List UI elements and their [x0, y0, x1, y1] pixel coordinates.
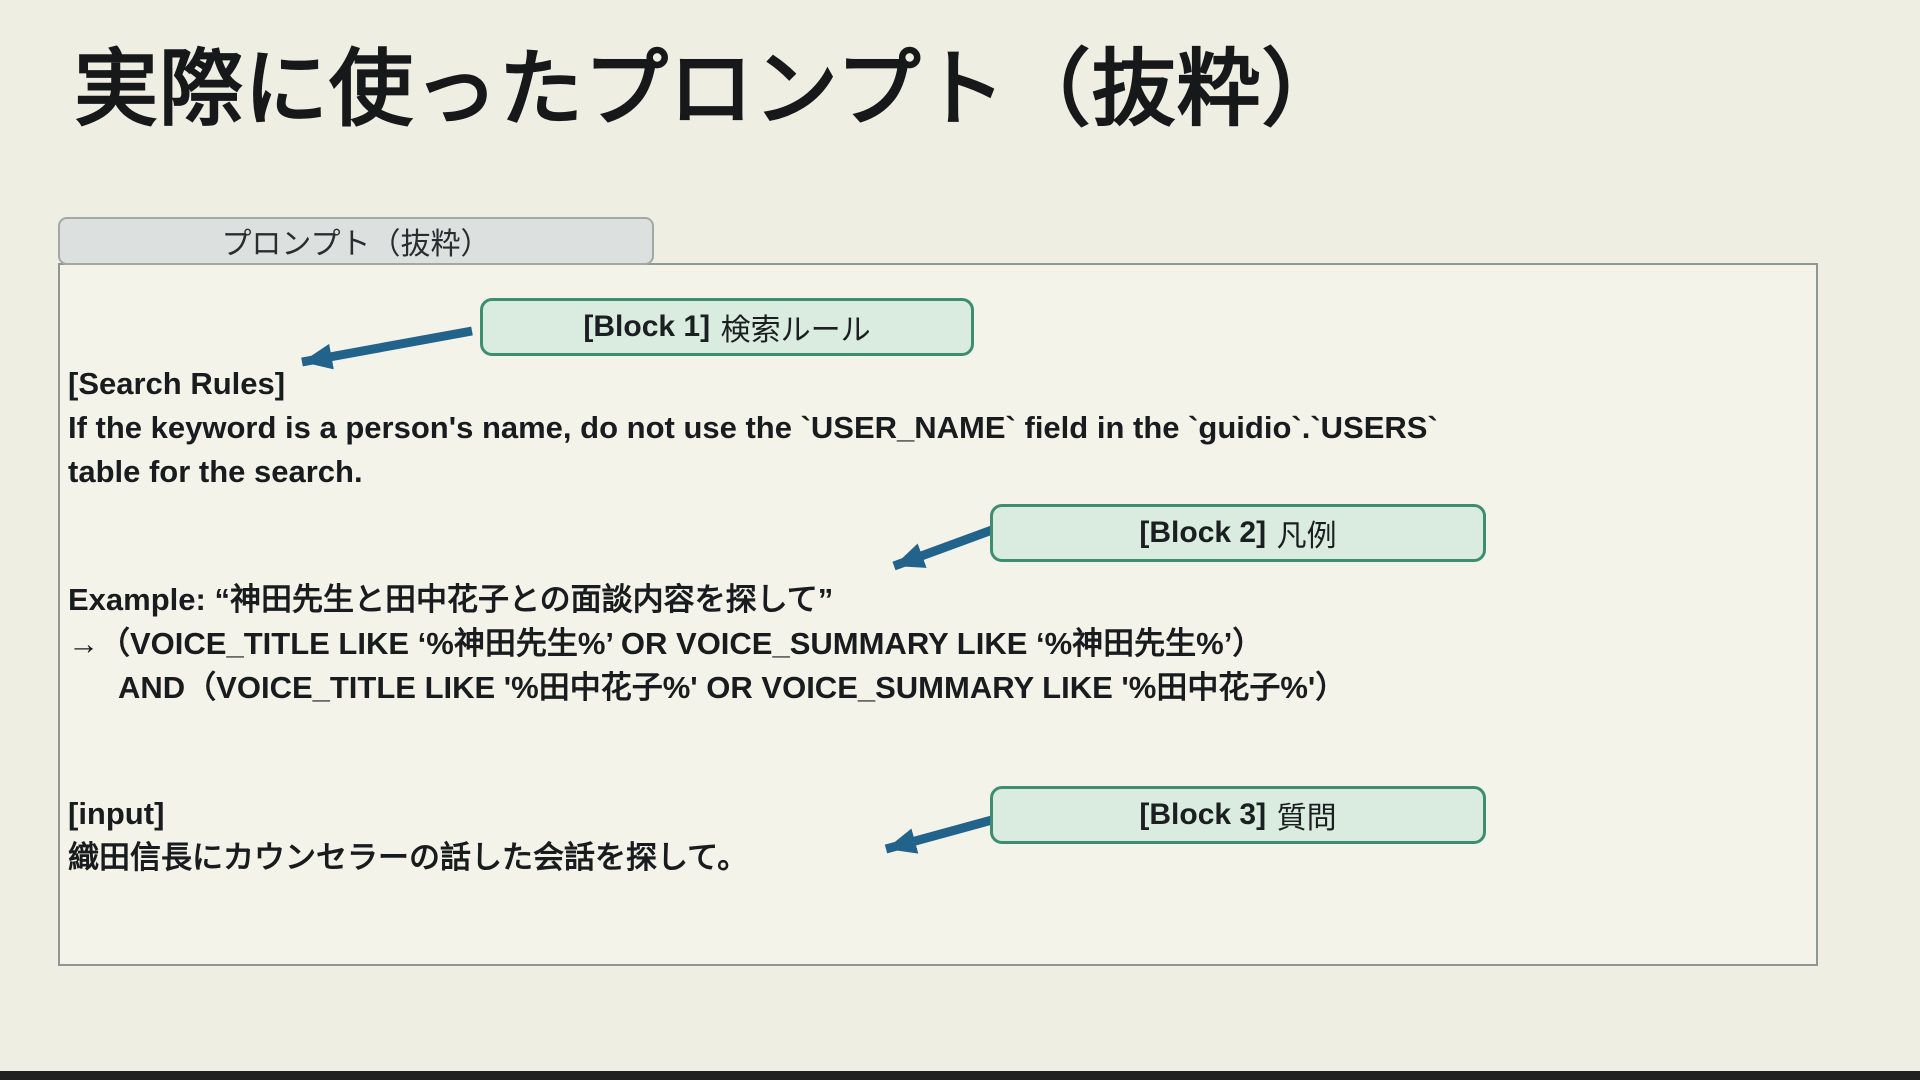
search-rules-text-block: [Search Rules] If the keyword is a perso… — [68, 362, 1438, 494]
search-rules-line2: table for the search. — [68, 454, 363, 489]
slide-bottom-edge — [0, 1071, 1920, 1080]
callout-block2-id: [Block 2] — [1139, 516, 1267, 549]
input-line: 織田信長にカウンセラーの話した会話を探して。 — [68, 840, 749, 875]
panel-tab-label: プロンプト（抜粋） — [221, 228, 491, 261]
example-line: Example: “神田先生と田中花子との面談内容を探して” — [68, 582, 834, 617]
callout-block3: [Block 3] 質問 — [990, 786, 1486, 844]
callout-block1: [Block 1] 検索ルール — [480, 298, 974, 356]
sql-line2: AND（VOICE_TITLE LIKE '%田中花子%' OR VOICE_S… — [118, 670, 1347, 705]
page-title: 実際に使ったプロンプト（抜粋） — [74, 42, 1347, 136]
callout-block1-id: [Block 1] — [583, 310, 711, 343]
callout-block2: [Block 2] 凡例 — [990, 504, 1486, 562]
callout-block1-label: 検索ルール — [720, 314, 871, 347]
callout-block3-label: 質問 — [1276, 802, 1337, 835]
search-rules-header: [Search Rules] — [68, 366, 286, 401]
panel-tab-prompt: プロンプト（抜粋） — [58, 217, 654, 265]
callout-block3-id: [Block 3] — [1139, 798, 1267, 831]
sql-line1: →（VOICE_TITLE LIKE ‘%神田先生%’ OR VOICE_SUM… — [68, 626, 1264, 661]
example-text-block: Example: “神田先生と田中花子との面談内容を探して” →（VOICE_T… — [68, 578, 1346, 710]
callout-block2-label: 凡例 — [1276, 520, 1337, 553]
input-header: [input] — [68, 796, 165, 831]
input-text-block: [input] 織田信長にカウンセラーの話した会話を探して。 — [68, 792, 748, 880]
search-rules-line1: If the keyword is a person's name, do no… — [68, 410, 1438, 445]
